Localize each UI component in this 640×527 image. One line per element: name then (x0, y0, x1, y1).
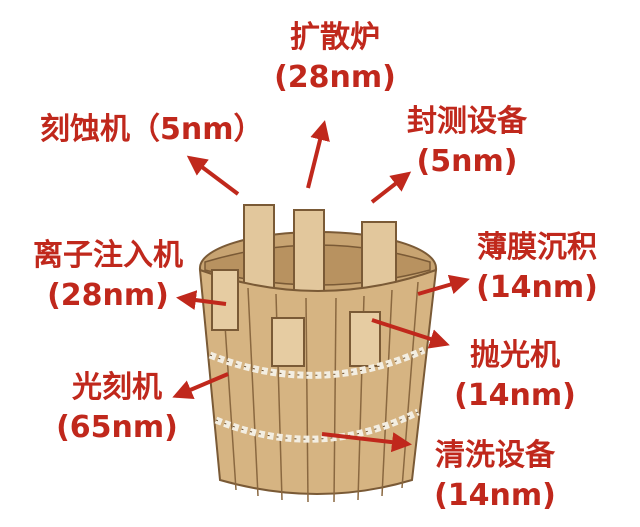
label-diffusion-furnace-node: (28nm) (274, 60, 396, 95)
label-packaging-test-node: (5nm) (416, 144, 518, 179)
label-lithography-node: (65nm) (56, 410, 178, 445)
label-lithography: 光刻机 (65nm) (52, 368, 182, 448)
arrow-thin-film (417, 274, 470, 296)
label-cmp-polisher-name: 抛光机 (470, 338, 560, 373)
label-etcher-name: 刻蚀机（5nm） (40, 112, 264, 147)
stave-front-2 (271, 317, 305, 367)
label-packaging-test: 封测设备 (5nm) (392, 102, 542, 182)
pointer-arrows (172, 120, 470, 453)
label-cmp-polisher: 抛光机 (14nm) (450, 336, 580, 416)
arrow-cmp (371, 318, 450, 349)
label-cleaning-equipment-node: (14nm) (434, 478, 556, 513)
arrow-diffusion-furnace (306, 120, 330, 189)
label-ion-implanter-name: 离子注入机 (33, 238, 183, 273)
label-etcher: 刻蚀机（5nm） (40, 110, 264, 150)
arrow-etcher (186, 155, 240, 196)
label-thin-film-deposition: 薄膜沉积 (14nm) (462, 228, 612, 308)
label-ion-implanter: 离子注入机 (28nm) (18, 236, 198, 316)
label-cleaning-equipment-name: 清洗设备 (435, 438, 555, 473)
arrow-cleaning (321, 432, 412, 453)
rope-band-upper-outline (209, 349, 425, 376)
label-ion-implanter-node: (28nm) (47, 278, 169, 313)
label-lithography-name: 光刻机 (72, 370, 162, 405)
arrow-ion-implanter (176, 290, 227, 310)
label-cleaning-equipment: 清洗设备 (14nm) (420, 436, 570, 516)
label-thin-film-deposition-name: 薄膜沉积 (477, 230, 597, 265)
label-packaging-test-name: 封测设备 (407, 104, 527, 139)
rope-band-lower (214, 408, 420, 443)
stave-front-1 (211, 269, 239, 331)
arrow-lithography (172, 372, 229, 399)
label-cmp-polisher-node: (14nm) (454, 378, 576, 413)
label-diffusion-furnace-name: 扩散炉 (290, 20, 380, 55)
arrow-packaging-test (370, 171, 412, 204)
label-thin-film-deposition-node: (14nm) (476, 270, 598, 305)
label-diffusion-furnace: 扩散炉 (28nm) (250, 18, 420, 98)
